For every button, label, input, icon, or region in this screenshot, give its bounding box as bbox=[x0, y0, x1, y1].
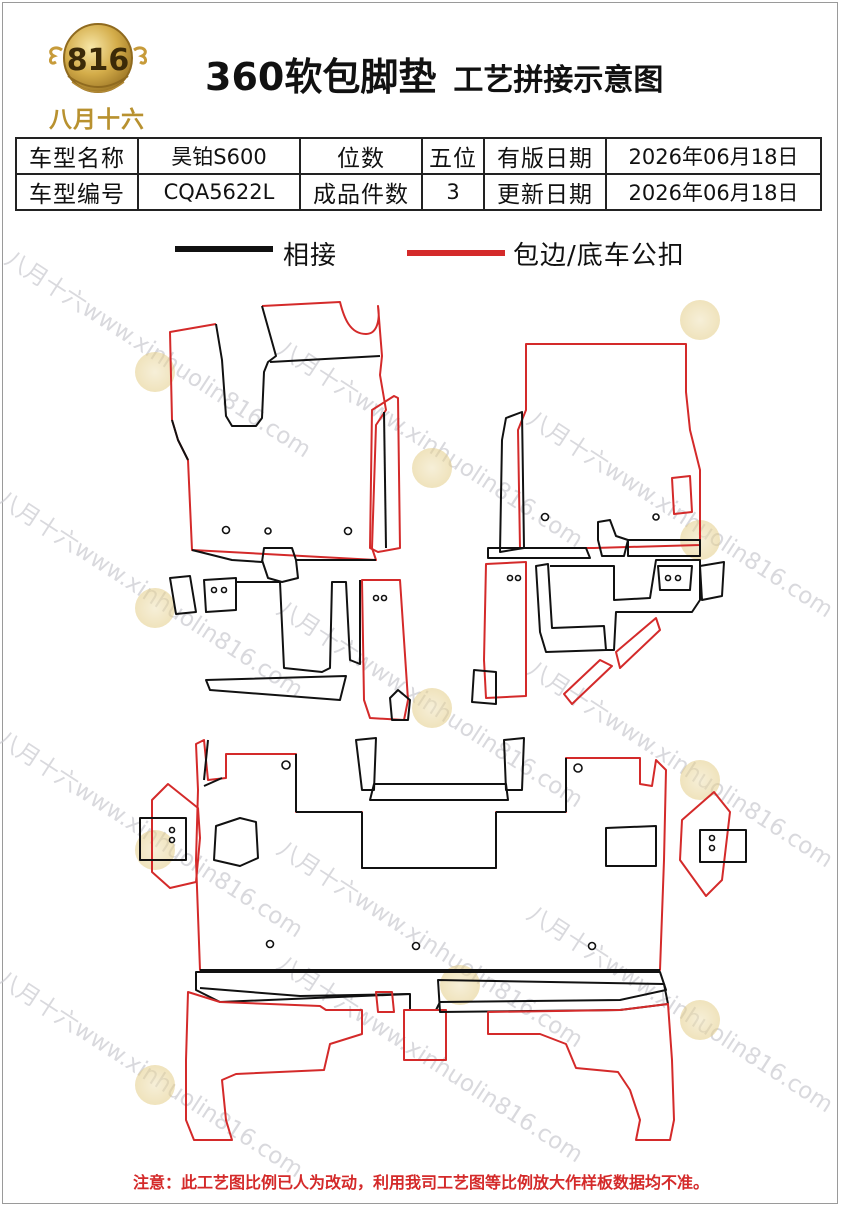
code-label: 车型编号 bbox=[15, 173, 139, 211]
legend-joint-label: 相接 bbox=[283, 241, 338, 271]
code-value: CQA5622L bbox=[137, 173, 301, 211]
pieces-label: 成品件数 bbox=[299, 173, 423, 211]
watermark-logo-icon bbox=[412, 688, 452, 728]
update-date-label: 更新日期 bbox=[483, 173, 607, 211]
title-sub: 工艺拼接示意图 bbox=[453, 63, 664, 98]
title-main: 360软包脚垫 bbox=[205, 55, 437, 99]
vehicle-info-table: 车型名称 昊铂S600 位数 五位 有版日期 2026年06月18日 车型编号 … bbox=[15, 137, 822, 211]
notice-text: 注意：此工艺图比例已人为改动，利用我司工艺图等比例放大作样板数据均不准。 bbox=[132, 1173, 709, 1192]
pieces-value: 3 bbox=[421, 173, 485, 211]
rear-mat bbox=[195, 739, 667, 971]
version-date-value: 2026年06月18日 bbox=[605, 137, 822, 175]
brand-logo-icon: 816 bbox=[48, 23, 148, 93]
seats-value: 五位 bbox=[421, 137, 485, 175]
driver-rail-pieces bbox=[169, 559, 411, 721]
passenger-front-mat bbox=[487, 343, 701, 559]
watermark-logo-icon bbox=[135, 830, 175, 870]
update-date-value: 2026年06月18日 bbox=[605, 173, 822, 211]
page-title: 360软包脚垫 工艺拼接示意图 bbox=[205, 46, 663, 101]
table-row: 车型编号 CQA5622L 成品件数 3 更新日期 2026年06月18日 bbox=[15, 173, 822, 211]
watermark-logo-icon bbox=[680, 1000, 720, 1040]
brand-name: 八月十六 bbox=[49, 107, 145, 133]
watermark-logo-icon bbox=[412, 448, 452, 488]
driver-front-mat bbox=[169, 301, 387, 563]
rear-footwell-pieces bbox=[185, 971, 675, 1141]
driver-side-strip bbox=[369, 395, 401, 553]
logo-mark: 816 bbox=[67, 43, 130, 78]
legend-edge-label: 包边/底车公扣 bbox=[513, 241, 685, 271]
legend-joint-line bbox=[175, 246, 273, 252]
rear-side-flaps bbox=[139, 783, 747, 897]
model-label: 车型名称 bbox=[15, 137, 139, 175]
watermark-logo-icon bbox=[135, 588, 175, 628]
watermark-logo-icon bbox=[135, 352, 175, 392]
seats-label: 位数 bbox=[299, 137, 423, 175]
watermark-logo-icon bbox=[135, 1065, 175, 1105]
version-date-label: 有版日期 bbox=[483, 137, 607, 175]
table-row: 车型名称 昊铂S600 位数 五位 有版日期 2026年06月18日 bbox=[15, 137, 822, 175]
watermark-logo-icon bbox=[680, 300, 720, 340]
rear-tunnel-pieces bbox=[355, 737, 525, 801]
model-value: 昊铂S600 bbox=[137, 137, 301, 175]
passenger-rail-pieces bbox=[471, 559, 725, 705]
legend-edge-line bbox=[407, 250, 505, 256]
